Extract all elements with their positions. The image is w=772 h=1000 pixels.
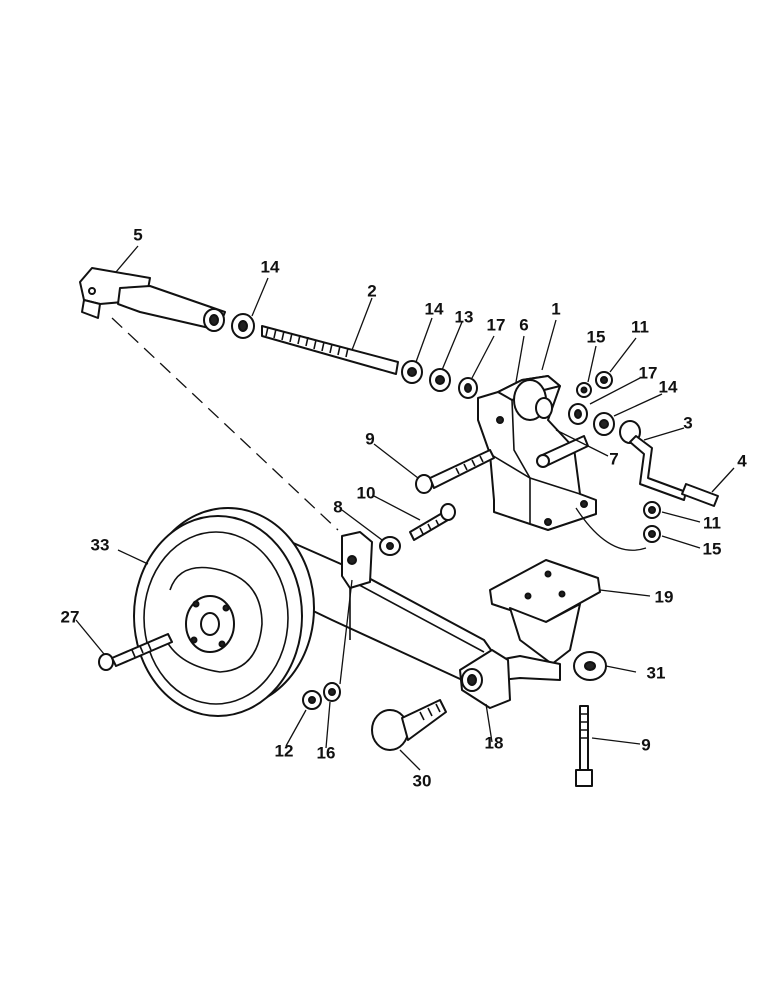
part-31-bushing — [573, 651, 607, 681]
label-2: 2 — [367, 281, 376, 300]
label-9-lower: 9 — [641, 735, 650, 754]
label-1: 1 — [551, 299, 560, 318]
label-15-lower: 15 — [703, 539, 722, 558]
label-15-upper: 15 — [587, 327, 606, 346]
part-13-washer — [429, 368, 451, 392]
label-5: 5 — [133, 225, 142, 244]
alignment-dashed-line — [111, 317, 339, 531]
label-11-lower: 11 — [703, 513, 721, 532]
part-17-washer-left — [458, 377, 478, 399]
label-13: 13 — [455, 307, 474, 326]
part-33-wheel — [133, 507, 315, 717]
part-12-nut — [302, 690, 322, 710]
label-14-right: 14 — [659, 377, 678, 396]
label-19: 19 — [655, 587, 674, 606]
label-14-left: 14 — [261, 257, 280, 276]
part-4-handle-grip — [681, 483, 719, 507]
leader-lines — [75, 245, 735, 771]
part-9-bolt-lower — [575, 705, 593, 787]
label-11-upper: 11 — [631, 317, 649, 336]
pin-leader-line — [339, 579, 353, 685]
label-3: 3 — [683, 413, 692, 432]
part-27-wheel-bolt — [98, 633, 173, 671]
part-14-nut-left — [231, 313, 255, 339]
part-5-clevis-tube — [79, 267, 226, 332]
part-1-mounting-bracket — [477, 375, 597, 531]
part-30-large-bolt — [371, 699, 447, 751]
part-18-arm-clevis — [459, 649, 511, 709]
label-6: 6 — [519, 315, 528, 334]
part-8-spacer — [379, 536, 401, 556]
label-17-left: 17 — [487, 315, 506, 334]
part-15-washer-upper — [576, 382, 592, 398]
part-10-bolt — [409, 503, 456, 541]
label-17-right: 17 — [639, 363, 658, 382]
label-14-middle: 14 — [425, 299, 444, 318]
label-31: 31 — [647, 663, 666, 682]
connector-curve — [575, 507, 647, 551]
part-19-mounting-plate — [489, 559, 601, 665]
label-18: 18 — [485, 733, 504, 752]
part-14-nut-right — [593, 412, 615, 436]
label-30: 30 — [413, 771, 432, 790]
part-9-bolt-upper — [415, 449, 495, 494]
label-27: 27 — [61, 607, 80, 626]
part-11-nut-lower — [643, 501, 661, 519]
part-14-nut-middle — [401, 360, 423, 384]
label-16: 16 — [317, 743, 336, 762]
part-2-threaded-rod — [261, 325, 399, 375]
part-3-crank-handle — [619, 420, 687, 501]
part-11-nut-upper — [595, 371, 613, 389]
part-16-washer — [323, 682, 341, 702]
label-4: 4 — [737, 451, 747, 470]
label-8: 8 — [333, 497, 342, 516]
label-7: 7 — [609, 449, 618, 468]
label-9-upper: 9 — [365, 429, 374, 448]
callout-labels: 5 14 2 14 13 17 6 1 15 11 17 14 3 7 9 4 … — [61, 225, 748, 790]
label-33: 33 — [91, 535, 110, 554]
label-10: 10 — [357, 483, 376, 502]
label-12: 12 — [275, 741, 294, 760]
part-17-washer-right — [568, 403, 588, 425]
part-15-washer-lower — [643, 525, 661, 543]
